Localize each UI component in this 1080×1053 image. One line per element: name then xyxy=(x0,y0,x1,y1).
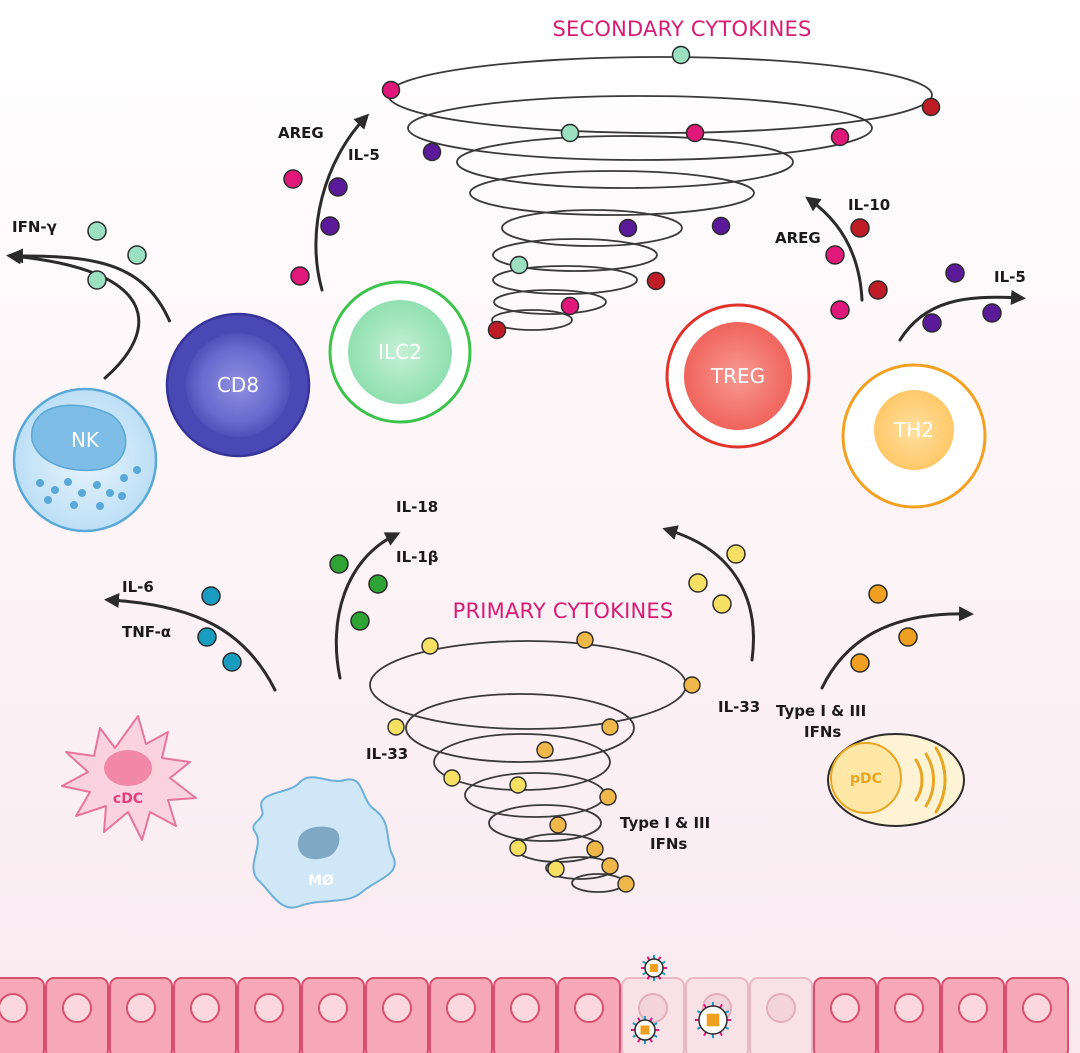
label-il10: IL-10 xyxy=(848,196,890,214)
epithelial-nucleus xyxy=(0,993,28,1023)
epithelium xyxy=(0,955,1069,1053)
arrow-ifn-gamma-main xyxy=(8,248,172,323)
arrow-il5-right xyxy=(898,290,1026,342)
label-il18: IL-18 xyxy=(396,498,438,516)
cdc-cell: cDC xyxy=(61,715,197,841)
label-il33-right: IL-33 xyxy=(718,698,760,716)
label-type-ifn-center-2: IFNs xyxy=(650,835,687,853)
epithelial-nucleus xyxy=(510,993,540,1023)
pdc-label: pDC xyxy=(850,771,882,787)
arrow-il10-areg-right xyxy=(805,196,864,302)
cytokine-labels: IFN-γ AREG IL-5 IL-10 AREG IL-5 IL-6 TNF… xyxy=(12,124,1026,853)
treg-cell: TREG xyxy=(665,303,811,449)
arrows xyxy=(6,113,1026,692)
epithelial-nucleus xyxy=(958,993,988,1023)
epithelial-nucleus xyxy=(446,993,476,1023)
label-areg-right: AREG xyxy=(775,229,821,247)
macrophage-label: MØ xyxy=(308,873,334,889)
epithelial-nucleus xyxy=(894,993,924,1023)
primary-vortex-dots xyxy=(387,631,701,893)
epithelial-nucleus xyxy=(318,993,348,1023)
label-type-ifn-center-1: Type I & III xyxy=(620,814,710,832)
virus-icon xyxy=(695,1002,731,1038)
pdc-cell: pDC xyxy=(827,733,965,827)
epithelial-nucleus xyxy=(62,993,92,1023)
primary-cytokines-title: PRIMARY CYTOKINES xyxy=(453,599,674,623)
ilc2-label: ILC2 xyxy=(378,340,422,364)
epithelial-nucleus xyxy=(190,993,220,1023)
label-type-ifn-right-2: IFNs xyxy=(804,723,841,741)
epithelial-nucleus xyxy=(1022,993,1052,1023)
label-tnf-alpha: TNF-α xyxy=(122,623,171,641)
epithelial-nucleus xyxy=(574,993,604,1023)
macrophage-cell: MØ xyxy=(252,776,396,909)
th2-cell: TH2 xyxy=(841,363,987,509)
secondary-vortex-dots xyxy=(381,45,941,340)
epithelial-nucleus xyxy=(830,993,860,1023)
epithelial-nucleus xyxy=(766,993,796,1023)
cd8-cell: CD8 xyxy=(165,312,311,458)
label-il5-right: IL-5 xyxy=(994,268,1026,286)
epithelial-nucleus xyxy=(382,993,412,1023)
arrow-il6-tnf xyxy=(104,593,277,692)
arrow-ifn-gamma xyxy=(6,249,141,380)
arrow-type-ifn-right xyxy=(820,606,974,690)
label-il5-left: IL-5 xyxy=(348,146,380,164)
label-il33-left: IL-33 xyxy=(366,745,408,763)
arrow-il33-right xyxy=(662,525,755,662)
arrow-il18-il1b xyxy=(334,532,401,680)
epithelial-nucleus xyxy=(126,993,156,1023)
cytokine-dots xyxy=(87,169,1002,673)
label-il6: IL-6 xyxy=(122,578,154,596)
virus-icon xyxy=(631,1016,659,1044)
ilc2-cell: ILC2 xyxy=(328,280,472,424)
secondary-cytokines-title: SECONDARY CYTOKINES xyxy=(553,17,812,41)
label-type-ifn-right-1: Type I & III xyxy=(776,702,866,720)
label-areg-left: AREG xyxy=(278,124,324,142)
cdc-label: cDC xyxy=(113,791,143,807)
nk-label: NK xyxy=(71,428,100,452)
nk-cell: NK xyxy=(12,387,158,533)
cd8-label: CD8 xyxy=(217,373,259,397)
label-ifn-gamma: IFN-γ xyxy=(12,218,57,236)
epithelial-nucleus xyxy=(254,993,284,1023)
primary-vortex xyxy=(369,640,687,893)
label-il1b: IL-1β xyxy=(396,548,439,566)
epithelial-nucleus xyxy=(638,993,668,1023)
treg-label: TREG xyxy=(710,364,765,388)
secondary-vortex xyxy=(387,56,933,331)
th2-label: TH2 xyxy=(893,418,934,442)
arrow-areg-il5-left xyxy=(314,113,370,292)
virus-icon xyxy=(641,955,667,981)
